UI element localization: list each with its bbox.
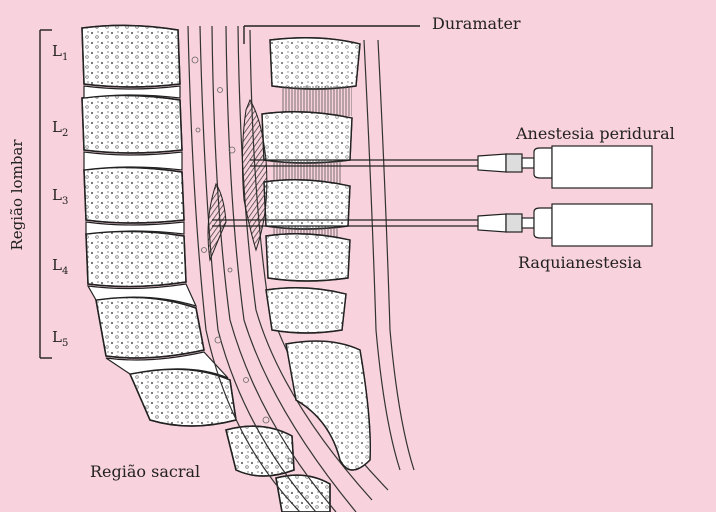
vertebra-label-l4: L4 (52, 256, 68, 277)
duramater-label: Duramater (432, 14, 521, 33)
epidural-anesthesia-label: Anestesia peridural (516, 124, 675, 143)
vertebra-label-l2: L2 (52, 118, 68, 139)
vertebra-label-l1: L1 (52, 42, 68, 63)
vertebra-label-l3: L3 (52, 186, 68, 207)
lumbar-bracket (40, 30, 52, 358)
back-outline (364, 40, 414, 470)
sacral-region-label: Região sacral (90, 462, 200, 481)
lumbar-region-label: Região lombar (8, 135, 28, 255)
vertebra-label-l5: L5 (52, 328, 68, 349)
posterior-elements (262, 38, 370, 470)
spinal-anesthesia-label: Raquianestesia (518, 253, 642, 272)
subarachnoid-shading (208, 184, 226, 260)
